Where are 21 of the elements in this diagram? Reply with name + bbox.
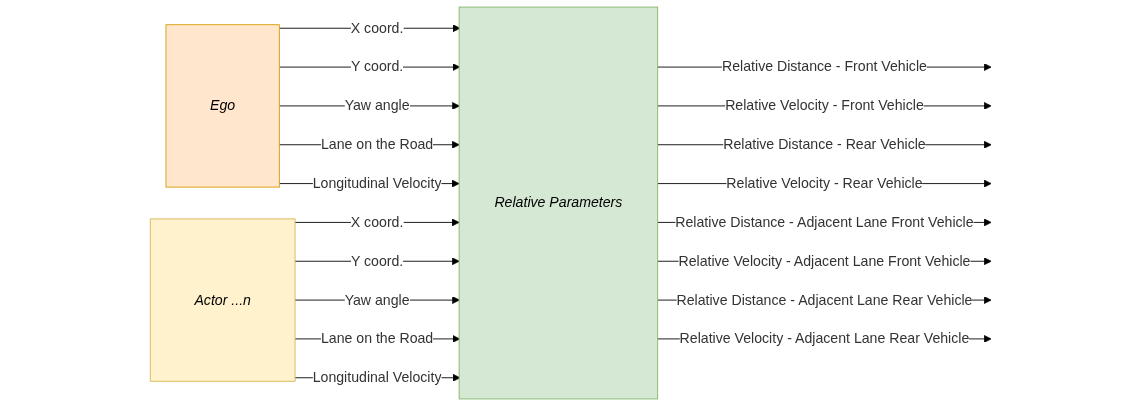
edge-label: Yaw angle [344, 97, 410, 113]
edge-label: Relative Distance - Front Vehicle [722, 59, 927, 75]
edge-label: X coord. [350, 20, 404, 36]
edge-label: Longitudinal Velocity [312, 369, 442, 385]
node-box: Ego [165, 24, 280, 188]
edge-label: Relative Velocity - Rear Vehicle [726, 175, 923, 191]
edge-label: Relative Velocity - Adjacent Lane Front Vehicle [678, 253, 971, 269]
edge-label: Relative Velocity - Front Vehicle [725, 97, 924, 113]
edge-label: X coord. [350, 214, 404, 230]
edge-label: Y coord. [350, 59, 404, 75]
edge-label: Relative Distance - Adjacent Lane Front Vehicle [675, 214, 974, 230]
edge-label: Longitudinal Velocity [312, 175, 442, 191]
edge-label: Yaw angle [344, 292, 410, 308]
edge-label: Y coord. [350, 253, 404, 269]
edge-label: Relative Velocity - Adjacent Lane Rear Vehicle [679, 330, 970, 346]
node-box: Actor ...n [149, 218, 296, 382]
edge-label: Lane on the Road [320, 330, 434, 346]
node-box: Relative Parameters [458, 6, 659, 400]
edge-label: Relative Distance - Adjacent Lane Rear Vehicle [676, 292, 973, 308]
edge-label: Lane on the Road [320, 136, 434, 152]
edge-label: Relative Distance - Rear Vehicle [723, 136, 926, 152]
